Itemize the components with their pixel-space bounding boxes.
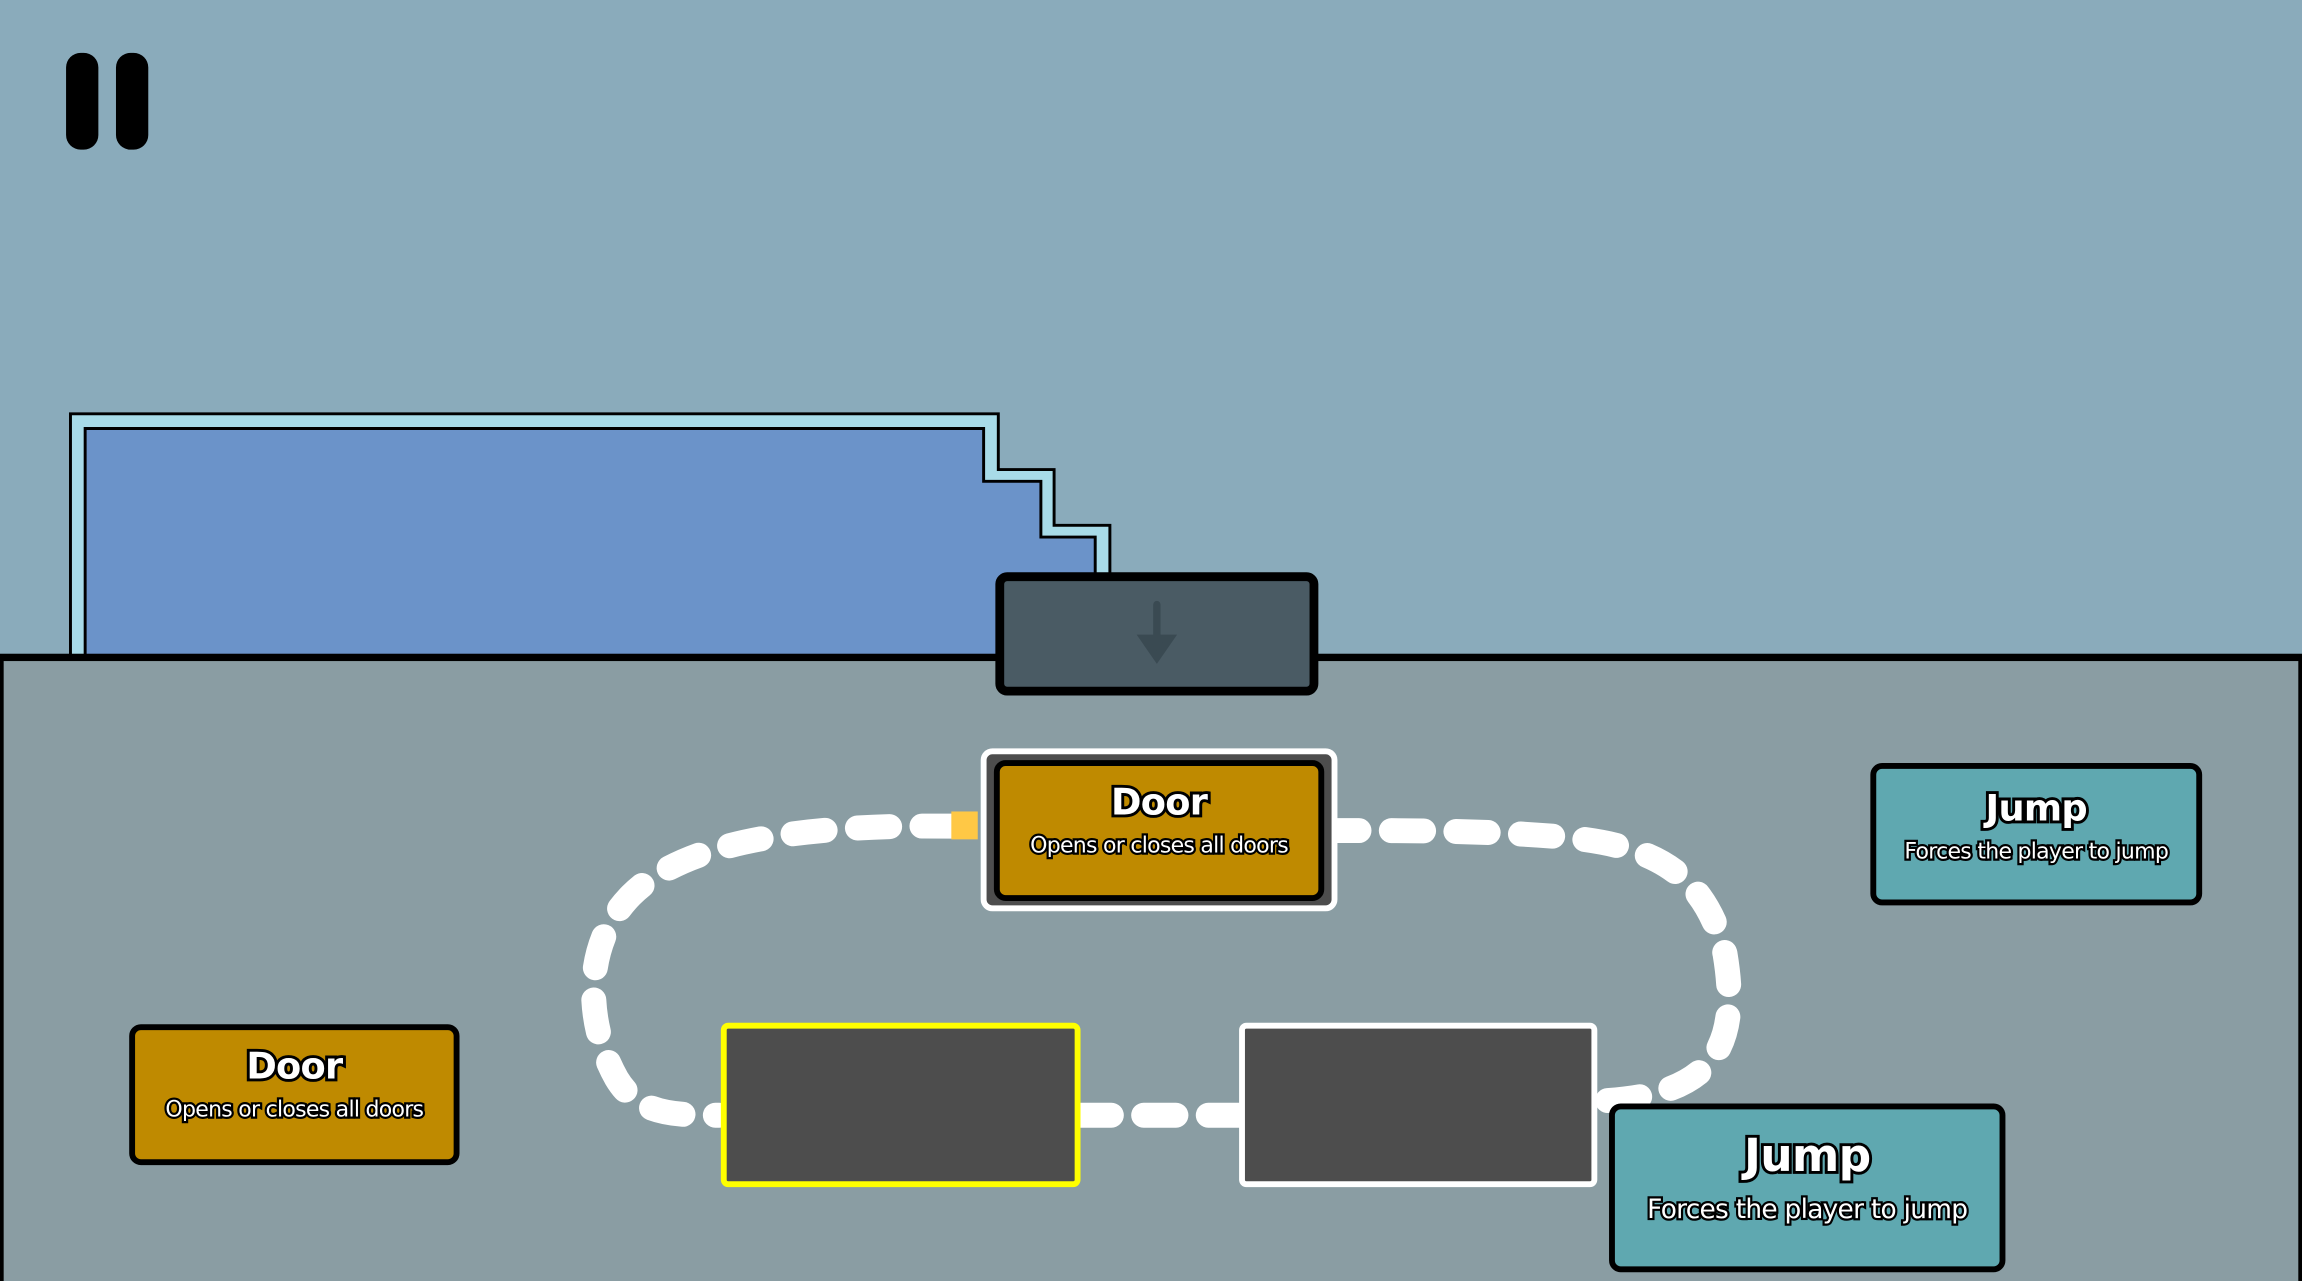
door-card[interactable]: Door Opens or closes all doors — [129, 1024, 460, 1166]
jump-card[interactable]: Jump Forces the player to jump — [1870, 763, 2203, 906]
card-title: Door — [243, 1042, 346, 1090]
door-card-active[interactable]: Door Opens or closes all doors — [993, 760, 1325, 901]
execution-marker — [951, 811, 978, 840]
water-pool — [83, 427, 1097, 659]
card-description: Forces the player to jump — [1645, 1192, 1970, 1227]
card-title: Jump — [1741, 1127, 1874, 1186]
card-description: Opens or closes all doors — [1028, 830, 1291, 861]
program-slot-empty[interactable] — [1239, 1022, 1598, 1188]
pause-button[interactable] — [66, 52, 149, 150]
pause-icon-bar — [115, 52, 149, 150]
card-title: Jump — [1983, 784, 2091, 832]
arrow-down-icon — [1136, 600, 1178, 664]
program-slot-selected[interactable] — [720, 1022, 1081, 1188]
card-description: Forces the player to jump — [1902, 836, 2171, 867]
program-connection-path — [581, 813, 1742, 1128]
jump-card-dragging[interactable]: Jump Forces the player to jump — [1609, 1103, 2006, 1273]
card-title: Door — [1108, 778, 1211, 826]
card-description: Opens or closes all doors — [163, 1094, 426, 1125]
pause-icon — [66, 52, 99, 150]
program-slot-active[interactable]: Door Opens or closes all doors — [980, 748, 1338, 912]
